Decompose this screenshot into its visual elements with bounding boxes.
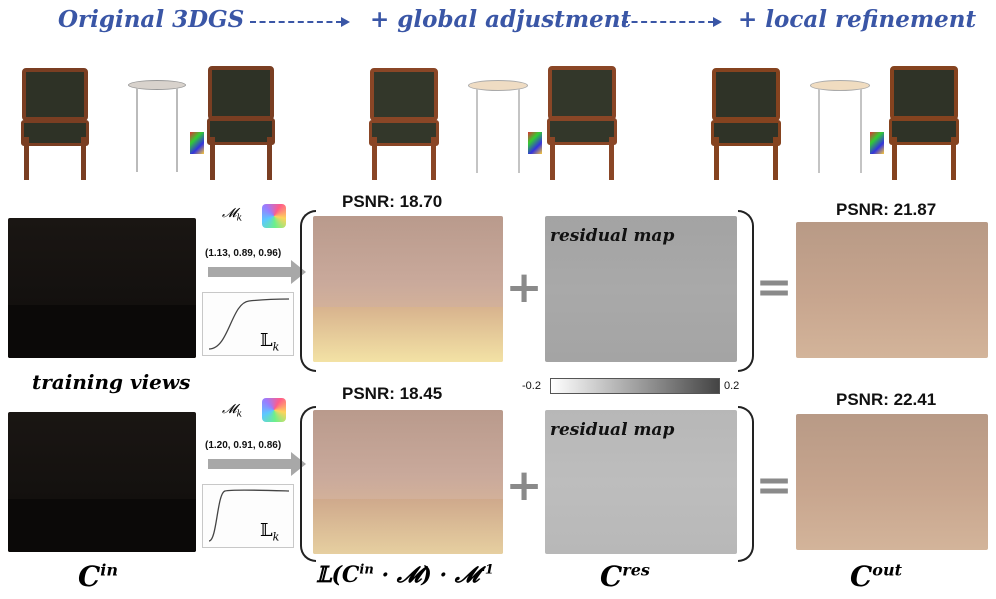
chair-icon [362,68,446,180]
residual-label-2: residual map [550,420,675,440]
plus-operator: + [505,262,543,313]
matrix-values: (1.13, 0.89, 0.96) [205,248,282,259]
cres-label: Cres [600,560,650,593]
global-adjusted-view-1 [313,216,503,362]
table-top-icon [128,80,186,90]
chair-icon [14,68,96,180]
render-original [10,58,276,190]
matrix-values: (1.20, 0.91, 0.86) [205,440,282,451]
colorbar-min: -0.2 [522,380,541,392]
stage-local-title: + local refinement [738,6,977,33]
table-top-icon [810,80,870,91]
tone-curve-plot [202,484,294,548]
curve-symbol: 𝕃k [260,330,280,354]
transform-arrow [208,260,306,284]
stage-global-title: + global adjustment [370,6,632,33]
chair-icon [882,66,966,180]
transform-arrow [208,452,306,476]
output-view-1 [796,222,988,358]
psnr-global-2: PSNR: 18.45 [342,384,443,403]
residual-map-2 [545,410,737,554]
psnr-local-2: PSNR: 22.41 [836,390,937,409]
dashed-arrow-2 [622,17,722,27]
curve-symbol: 𝕃k [260,520,280,544]
output-view-2 [796,414,988,550]
matrix-symbol: 𝓜k [222,206,243,224]
render-local [700,58,970,190]
color-checker-icon [870,132,884,154]
render-global [358,58,628,190]
table-top-icon [468,80,528,91]
tone-curve-plot [202,292,294,356]
cout-label: Cout [850,560,902,593]
residual-map-1 [545,216,737,362]
plus-operator: + [505,460,543,511]
chair-icon [540,66,624,180]
table-legs-icon [818,89,862,173]
stage-original-title: Original 3DGS [58,6,245,33]
matrix-symbol: 𝓜k [222,402,243,420]
color-checker-icon [528,132,542,154]
dashed-arrow-1 [250,17,350,27]
colorbar [550,378,720,394]
cin-label: Cin [78,560,119,593]
training-view-1 [8,218,196,358]
equals-operator: = [755,460,793,511]
color-checker-icon [190,132,204,154]
chair-icon [200,66,282,180]
color-matrix-cube-icon [262,204,286,228]
psnr-local-1: PSNR: 21.87 [836,200,937,219]
training-view-2 [8,412,196,552]
table-legs-icon [136,88,178,172]
table-legs-icon [476,89,520,173]
colorbar-max: 0.2 [724,380,740,392]
color-matrix-cube-icon [262,398,286,422]
global-adjusted-view-2 [313,410,503,554]
training-views-label: training views [32,370,191,394]
psnr-global-1: PSNR: 18.70 [342,192,443,211]
chair-icon [704,68,788,180]
global-formula-label: 𝕃(Cin · 𝓜) · 𝓜-1 [316,562,494,588]
equals-operator: = [755,262,793,313]
residual-label-1: residual map [550,226,675,246]
